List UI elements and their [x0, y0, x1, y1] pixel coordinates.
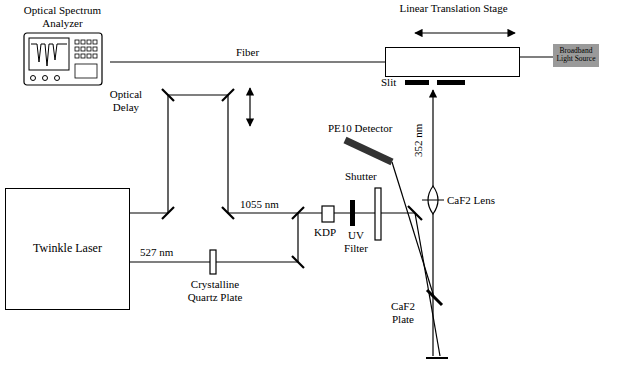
uv-filter	[350, 200, 355, 226]
part-label: Crystalline Quartz Plate	[176, 278, 254, 303]
part-label: KDP	[314, 226, 336, 239]
part-label: CaF2 Plate	[382, 300, 424, 325]
light-guide	[520, 56, 553, 57]
part-label: Slit	[381, 76, 396, 89]
fiber-line	[110, 61, 385, 62]
analyzer-instrument: Optical Spectrum Analyzer	[15, 4, 110, 86]
wavelength-label: 352 nm	[413, 123, 426, 156]
lens-axis	[422, 200, 444, 201]
slit-jaw	[437, 80, 465, 85]
mirror	[222, 207, 234, 219]
node-title: Broadband Light Source	[555, 47, 597, 64]
mirror	[162, 207, 174, 219]
wavelength-label: 527 nm	[140, 246, 173, 259]
shutter	[375, 188, 381, 240]
part-label: Shutter	[345, 170, 377, 183]
beam-down	[415, 213, 440, 356]
kdp-crystal	[322, 206, 334, 222]
part-label: UV Filter	[340, 229, 372, 254]
pe10-detector	[345, 140, 392, 162]
edge-label: Fiber	[234, 46, 261, 59]
light-source-box: Broadband Light Source	[553, 44, 599, 67]
translation-stage: Linear Translation Stage	[385, 47, 520, 77]
detector-beam	[392, 162, 434, 297]
analyzer-icon	[23, 32, 103, 86]
mirror	[162, 89, 174, 101]
node-title: Linear Translation Stage	[376, 2, 531, 15]
slit-jaw	[405, 80, 429, 85]
part-label: PE10 Detector	[328, 122, 392, 135]
combiner-mirror	[292, 207, 304, 219]
node-title: Twinkle Laser	[33, 242, 102, 256]
quartz-plate	[210, 250, 216, 274]
node-title: Optical Spectrum Analyzer	[15, 4, 110, 29]
translation-arrow	[415, 32, 515, 33]
delay-arrow	[249, 88, 250, 126]
beam-352	[432, 90, 433, 356]
bottom-mirror	[426, 357, 448, 359]
mirror	[292, 256, 304, 268]
mirror	[408, 206, 422, 220]
part-label: CaF2 Lens	[447, 194, 495, 207]
wavelength-label: 1055 nm	[240, 198, 279, 211]
mirror	[222, 89, 234, 101]
part-label: Optical Delay	[100, 88, 152, 113]
laser-box: Twinkle Laser	[5, 188, 130, 310]
beam-1055	[130, 95, 415, 213]
caf2-plate	[427, 290, 442, 305]
